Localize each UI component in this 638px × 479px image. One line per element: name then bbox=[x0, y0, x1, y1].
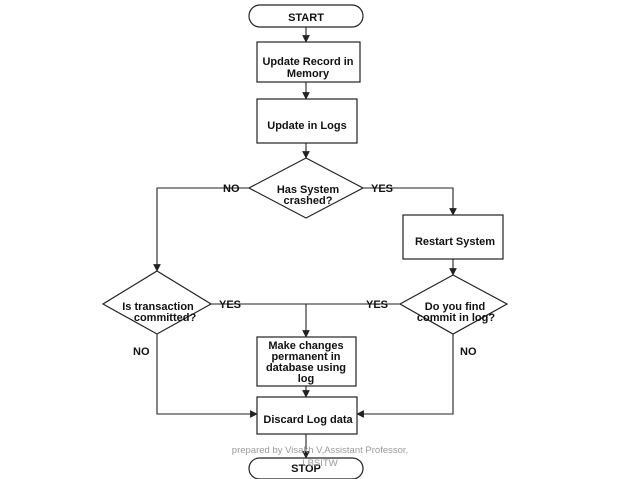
is-committed-diamond bbox=[101, 270, 213, 335]
find-commit-label-line-1: Do you find bbox=[425, 301, 486, 313]
node-find-commit: Do you find commit in log? bbox=[398, 274, 509, 335]
restart-label: Restart System bbox=[415, 236, 495, 248]
edges bbox=[153, 27, 457, 459]
has-crashed-diamond bbox=[247, 157, 365, 219]
has-crashed-label-line-2: crashed? bbox=[284, 195, 333, 207]
crashed-yes-label: YES bbox=[371, 183, 393, 195]
footer-credit: prepared by Visakh V,Assistant Professor… bbox=[225, 444, 415, 470]
node-is-committed: Is transaction committed? bbox=[101, 270, 213, 335]
update-record-label-line-2: Memory bbox=[287, 68, 330, 80]
update-record-box bbox=[256, 41, 361, 83]
find-commit-label-line-2: commit in log? bbox=[417, 312, 496, 324]
node-discard: Discard Log data bbox=[256, 396, 358, 435]
node-start: START bbox=[248, 4, 364, 28]
is-committed-label-line-1: Is transaction bbox=[122, 301, 194, 313]
node-restart: Restart System bbox=[402, 214, 504, 260]
footer-line-1: prepared by Visakh V,Assistant Professor… bbox=[231, 445, 409, 456]
node-update-logs: Update in Logs bbox=[256, 98, 358, 144]
make-permanent-label-line-2: permanent in bbox=[271, 351, 340, 363]
committed-no-label: NO bbox=[133, 346, 150, 358]
stop-terminal-shape bbox=[248, 457, 364, 479]
node-update-record: Update Record in Memory bbox=[256, 41, 361, 83]
make-permanent-label-line-4: log bbox=[298, 373, 315, 385]
node-make-permanent: Make changes permanent in database using… bbox=[256, 336, 357, 387]
has-crashed-label-line-1: Has System bbox=[277, 184, 340, 196]
stop-label: STOP bbox=[291, 463, 321, 475]
start-terminal-shape bbox=[248, 4, 364, 28]
make-permanent-box bbox=[256, 336, 357, 387]
make-permanent-label-line-3: database using bbox=[266, 362, 346, 374]
update-logs-box bbox=[256, 98, 358, 144]
update-logs-label: Update in Logs bbox=[267, 120, 346, 132]
update-record-label-line-1: Update Record in bbox=[262, 56, 353, 68]
footer-line-2: LBSITW bbox=[302, 458, 338, 469]
find-commit-diamond bbox=[398, 274, 509, 335]
start-label: START bbox=[288, 12, 324, 24]
restart-box bbox=[402, 214, 504, 260]
make-permanent-label-line-1: Make changes bbox=[268, 340, 343, 352]
edge-crashed-no bbox=[153, 187, 249, 272]
discard-box bbox=[256, 396, 358, 435]
edge-committed-no bbox=[156, 334, 258, 418]
discard-label: Discard Log data bbox=[263, 414, 353, 426]
is-committed-label-line-2: committed? bbox=[134, 312, 197, 324]
commit-log-no-label: NO bbox=[460, 346, 477, 358]
commit-log-yes-label: YES bbox=[366, 299, 388, 311]
edge-commit-log-no bbox=[356, 334, 454, 418]
edge-crashed-yes bbox=[363, 187, 457, 216]
committed-yes-label: YES bbox=[219, 299, 241, 311]
node-stop: STOP bbox=[248, 457, 364, 479]
crashed-no-label: NO bbox=[223, 183, 240, 195]
node-has-crashed: Has System crashed? bbox=[247, 157, 365, 219]
